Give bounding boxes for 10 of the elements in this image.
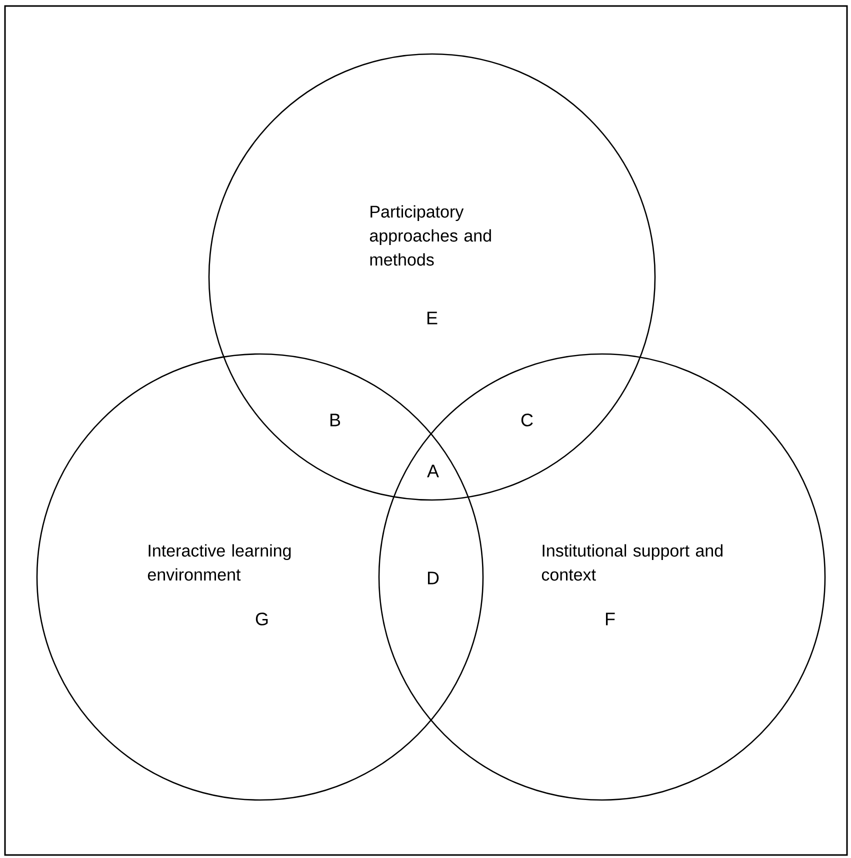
region-letter: D xyxy=(428,572,439,584)
region-letter: B xyxy=(330,414,340,426)
circle-label: Institutional support and context xyxy=(542,544,722,581)
region-letter: F xyxy=(606,612,615,626)
region-letter: C xyxy=(521,414,533,426)
region-letter: A xyxy=(427,464,439,478)
region-letter: G xyxy=(256,612,268,626)
region-letter: E xyxy=(427,312,438,324)
circle-label: Participatory approaches and methods xyxy=(370,205,491,266)
circle-label: Interactive learning environment xyxy=(148,544,291,581)
